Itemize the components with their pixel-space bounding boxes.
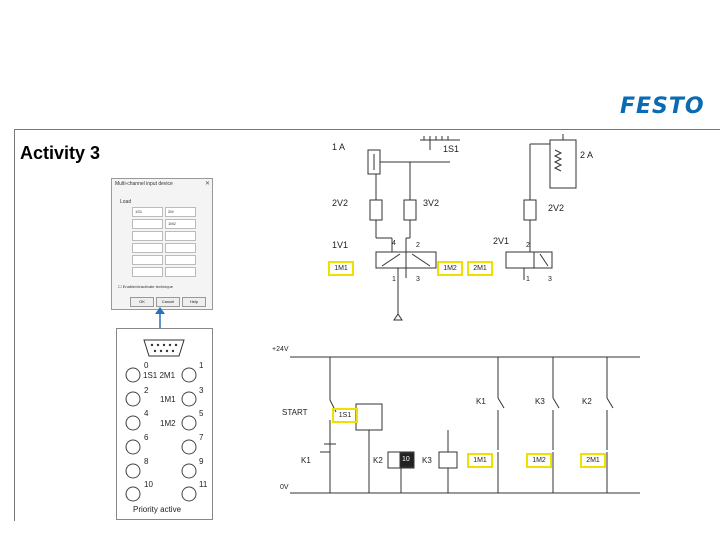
- sensor-1s1-box: 1S1: [332, 408, 358, 423]
- port-label: 1: [526, 276, 530, 283]
- valve-2v1-label: 2V1: [493, 236, 510, 246]
- dialog-field[interactable]: 1S1: [132, 207, 163, 217]
- dialog-title: Multi-channel input device: [115, 181, 173, 187]
- electrical-circuit: [290, 356, 640, 494]
- header-divider: [14, 129, 720, 130]
- dialog-field[interactable]: [132, 267, 163, 277]
- port-label: 1M1: [160, 395, 176, 404]
- k3-contact-label: K3: [535, 397, 545, 406]
- timer-value: 10: [402, 456, 410, 463]
- k2-contact-label: K2: [582, 397, 592, 406]
- port-number: 10: [144, 480, 153, 489]
- supply-negative-label: 0V: [280, 484, 289, 491]
- dialog-field[interactable]: [132, 243, 163, 253]
- k3-coil-label: K3: [422, 456, 432, 465]
- port-label: 3: [548, 276, 552, 283]
- port-label: 1: [392, 276, 396, 283]
- port-label: 2: [526, 242, 530, 249]
- port-label: 4: [392, 240, 396, 247]
- k2-coil-label: K2: [373, 456, 383, 465]
- port-number: 0: [144, 361, 149, 370]
- cylinder-2a-label: 2 A: [580, 150, 594, 160]
- port-label: 1S1 2M1: [143, 371, 176, 380]
- dialog-field[interactable]: [165, 243, 196, 253]
- help-button[interactable]: Help: [182, 297, 206, 307]
- port-number: 9: [199, 457, 204, 466]
- dialog-field[interactable]: [132, 219, 163, 229]
- input-dialog: Multi-channel input device ✕ Load 1S1 2M…: [111, 178, 213, 310]
- priority-label: Priority active: [133, 505, 182, 514]
- port-number: 5: [199, 409, 204, 418]
- solenoid-1m2-box: 1M2: [437, 261, 463, 276]
- coil-1m2-box: 1M2: [526, 453, 552, 468]
- k1-coil-label: K1: [301, 456, 311, 465]
- port-number: 7: [199, 433, 204, 442]
- dialog-field[interactable]: [132, 231, 163, 241]
- port-sockets: [125, 367, 197, 502]
- cylinder-1a-label: 1 A: [332, 142, 346, 152]
- port-label: 1M2: [160, 419, 176, 428]
- port-number: 6: [144, 433, 149, 442]
- festo-logo: FESTO: [620, 94, 705, 119]
- dialog-field[interactable]: [165, 231, 196, 241]
- port-label: 2: [416, 242, 420, 249]
- checkbox-label: Enable/deactivate technique: [122, 284, 173, 289]
- dialog-checkbox[interactable]: ☐ Enable/deactivate technique: [118, 284, 173, 289]
- k1-contact-label: K1: [476, 397, 486, 406]
- coil-2m1-box: 2M1: [580, 453, 606, 468]
- dialog-field[interactable]: 1M2: [165, 219, 196, 229]
- pneumatic-circuit: [367, 134, 577, 321]
- io-module: 0 2 4 6 8 10 1 3 5 7 9 11 1S1 2M1 1M1 1M…: [116, 328, 213, 520]
- cancel-button[interactable]: Cancel: [156, 297, 180, 307]
- flow-valve-label: 3V2: [423, 198, 440, 208]
- port-number: 2: [144, 386, 149, 395]
- port-number: 3: [199, 386, 204, 395]
- dialog-field[interactable]: [165, 267, 196, 277]
- dialog-field[interactable]: 2M: [165, 207, 196, 217]
- sub-d-connector-icon: [143, 339, 185, 357]
- coil-1m1-box: 1M1: [467, 453, 493, 468]
- port-number: 1: [199, 361, 204, 370]
- dialog-field[interactable]: [165, 255, 196, 265]
- sensor-1s1-label: 1S1: [443, 144, 460, 154]
- slide-title: Activity 3: [20, 143, 101, 163]
- port-label: 3: [416, 276, 420, 283]
- flow-valve-label: 2V2: [332, 198, 349, 208]
- start-label: START: [282, 408, 308, 417]
- solenoid-1m1-box: 1M1: [328, 261, 354, 276]
- flow-valve-label: 2V2: [548, 203, 565, 213]
- valve-1v1-label: 1V1: [332, 240, 349, 250]
- solenoid-2m1-box: 2M1: [467, 261, 493, 276]
- close-icon[interactable]: ✕: [204, 181, 210, 187]
- port-number: 8: [144, 457, 149, 466]
- left-divider: [14, 129, 15, 521]
- supply-positive-label: +24V: [272, 346, 289, 353]
- port-number: 4: [144, 409, 149, 418]
- dialog-group-label: Load: [120, 199, 132, 205]
- dialog-field[interactable]: [132, 255, 163, 265]
- port-number: 11: [199, 480, 208, 489]
- ok-button[interactable]: OK: [130, 297, 154, 307]
